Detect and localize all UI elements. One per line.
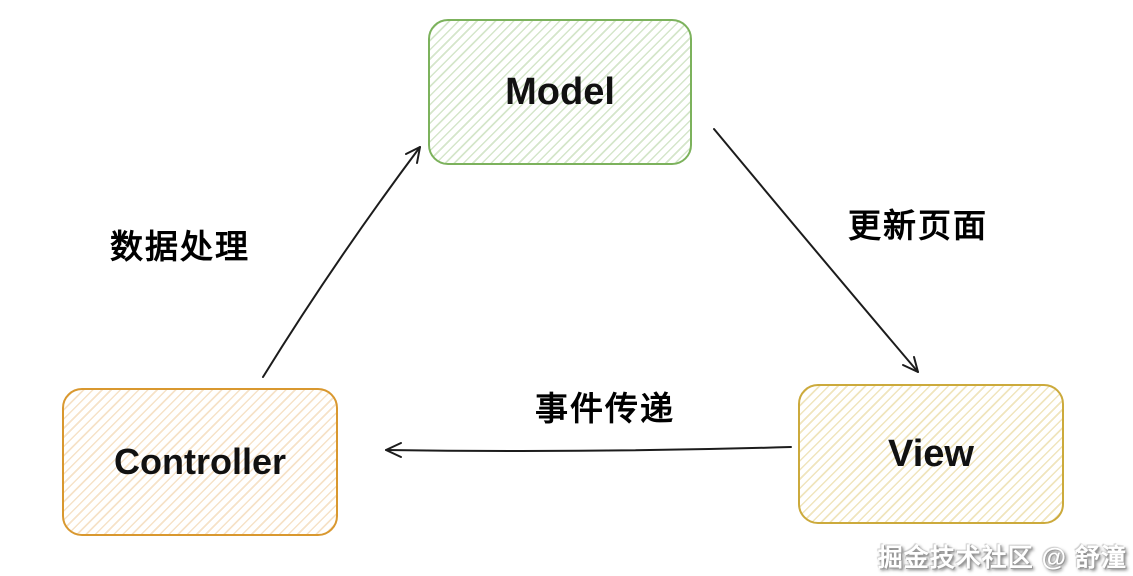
arrowhead-model-to-view — [902, 356, 919, 373]
arrow-view-to-controller — [385, 446, 792, 452]
arrow-controller-to-model — [262, 146, 421, 378]
node-view-label: View — [888, 432, 974, 475]
edge-label-data-processing: 数据处理 — [110, 228, 250, 265]
node-controller-label: Controller — [113, 441, 286, 482]
node-view: View — [798, 384, 1064, 524]
arrowhead-controller-to-model — [405, 146, 421, 164]
arrow-model-to-view — [713, 128, 919, 373]
arrowhead-view-to-controller — [385, 442, 402, 458]
node-model: Model — [428, 19, 692, 165]
watermark: 掘金技术社区 @ 舒潼 — [877, 544, 1127, 572]
node-controller: Controller — [62, 388, 338, 536]
node-model-label: Model — [505, 70, 615, 113]
edge-label-event-passing: 事件传递 — [535, 390, 675, 427]
edge-label-update-page: 更新页面 — [848, 207, 988, 244]
